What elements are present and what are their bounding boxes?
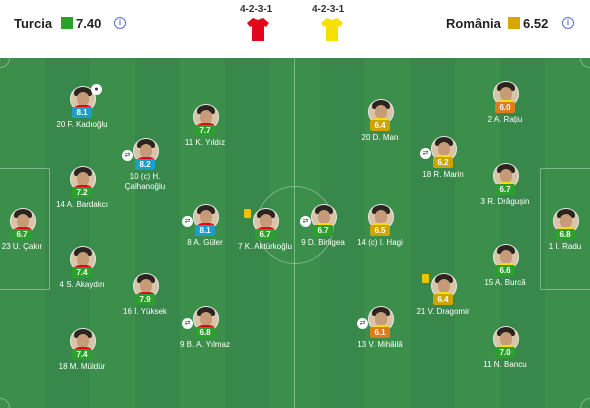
player-rating-badge: 8.1 — [72, 107, 92, 118]
pitch-stripe — [135, 58, 180, 408]
pitch-stripe — [410, 58, 455, 408]
corner-arc — [580, 398, 590, 408]
player-name: 10 (c) H. Çalhanoğlu — [124, 172, 166, 191]
substitution-icon: ⇄ — [300, 216, 311, 227]
home-team-rating: 7.40 — [76, 16, 102, 31]
home-player[interactable]: 7.9 16 İ. Yüksek — [110, 273, 180, 327]
away-player[interactable]: 6.4 21 V. Dragomir — [408, 273, 478, 327]
home-kit-icon — [247, 18, 269, 41]
player-rating-badge: 6.8 — [195, 327, 215, 338]
away-player[interactable]: 6.7 9 D. Birligea ⇄ — [288, 204, 358, 258]
home-player[interactable]: 8.2 10 (c) H. Çalhanoğlu ⇄ — [110, 138, 180, 192]
player-rating-badge: 6.7 — [495, 184, 515, 195]
away-player[interactable]: 6.8 1 I. Radu — [530, 208, 590, 262]
player-name: 8 A. Güler — [187, 238, 223, 247]
away-team-name[interactable]: România — [446, 16, 501, 31]
home-player[interactable]: 7.7 11 K. Yıldız — [170, 104, 240, 158]
substitution-icon: ⇄ — [122, 150, 133, 161]
player-name: 20 F. Kadıoğlu — [56, 120, 108, 129]
player-rating-badge: 6.6 — [495, 265, 515, 276]
player-rating-badge: 7.2 — [72, 187, 92, 198]
player-name: 4 S. Akaydın — [59, 280, 105, 289]
player-name: 9 B. A. Yılmaz — [179, 340, 231, 349]
away-player[interactable]: 6.2 18 R. Marin ⇄ — [408, 136, 478, 190]
match-header: Turcia 7.40 i 4-2-3-1 4-2-3-1 România 6.… — [0, 0, 590, 58]
player-rating-badge: 7.7 — [195, 125, 215, 136]
player-name: 11 N. Bancu — [483, 360, 527, 369]
substitution-icon: ⇄ — [357, 318, 368, 329]
away-rating-square — [508, 17, 520, 29]
player-rating-badge: 7.9 — [135, 294, 155, 305]
home-rating-square — [61, 17, 73, 29]
player-name: 18 M. Müldür — [58, 362, 106, 371]
player-rating-badge: 6.1 — [370, 327, 390, 338]
player-name: 18 R. Marin — [422, 170, 464, 179]
home-info-icon[interactable]: i — [114, 17, 126, 29]
player-rating-badge: 6.2 — [433, 157, 453, 168]
home-team-name[interactable]: Turcia — [14, 16, 53, 31]
corner-arc — [0, 58, 10, 68]
substitution-icon: ⇄ — [182, 318, 193, 329]
player-rating-badge: 6.4 — [433, 294, 453, 305]
player-rating-badge: 7.4 — [72, 267, 92, 278]
player-name: 15 A. Burcă — [484, 278, 526, 287]
home-player[interactable]: 8.1 20 F. Kadıoğlu ● — [47, 84, 117, 140]
player-name: 7 K. Aktürkoğlu — [238, 242, 292, 251]
substitution-icon: ⇄ — [182, 216, 193, 227]
corner-arc — [580, 58, 590, 68]
player-rating-badge: 7.0 — [495, 347, 515, 358]
home-player[interactable]: 7.4 18 M. Müldür — [47, 328, 117, 382]
home-player[interactable]: 8.1 8 A. Güler ⇄ — [170, 204, 240, 258]
away-player[interactable]: 6.6 15 A. Burcă — [470, 244, 540, 298]
player-rating-badge: 6.4 — [370, 120, 390, 131]
player-rating-badge: 6.7 — [313, 225, 333, 236]
home-player[interactable]: 6.7 7 K. Aktürkoğlu — [230, 208, 300, 262]
corner-arc — [0, 398, 10, 408]
home-player[interactable]: 6.8 9 B. A. Yılmaz ⇄ — [170, 306, 240, 360]
player-rating-badge: 6.8 — [555, 229, 575, 240]
home-player[interactable]: 7.2 14 A. Bardakcı — [47, 166, 117, 220]
away-formation: 4-2-3-1 — [312, 4, 345, 15]
player-name: 23 U. Çakır — [1, 242, 43, 251]
away-penalty-box — [540, 168, 590, 290]
pitch: 6.7 23 U. Çakır 8.1 20 F. Kadıoğlu ● 7.2 14 A.… — [0, 58, 590, 408]
player-name: 20 D. Man — [361, 133, 399, 142]
player-name: 14 (c) I. Hagi — [357, 238, 403, 247]
away-player[interactable]: 6.7 3 R. Drăgușin — [470, 163, 540, 217]
away-player[interactable]: 6.1 13 V. Mihăilă ⇄ — [345, 306, 415, 360]
player-name: 21 V. Dragomir — [416, 307, 470, 316]
away-player[interactable]: 6.5 14 (c) I. Hagi — [345, 204, 415, 258]
away-team-rating: 6.52 — [523, 16, 549, 31]
player-rating-badge: 8.2 — [135, 159, 155, 170]
yellow-card-icon — [422, 274, 429, 283]
away-player[interactable]: 6.0 2 A. Rațiu — [470, 81, 540, 135]
player-rating-badge: 6.7 — [255, 229, 275, 240]
substitution-icon: ⇄ — [420, 148, 431, 159]
away-player[interactable]: 7.0 11 N. Bancu — [470, 326, 540, 380]
player-name: 13 V. Mihăilă — [357, 340, 403, 349]
player-name: 14 A. Bardakcı — [55, 200, 109, 209]
home-penalty-box — [0, 168, 50, 290]
away-info-icon[interactable]: i — [562, 17, 574, 29]
player-name: 11 K. Yıldız — [184, 138, 226, 147]
home-player[interactable]: 6.7 23 U. Çakır — [0, 208, 57, 262]
player-name: 3 R. Drăgușin — [480, 197, 530, 206]
home-player[interactable]: 7.4 4 S. Akaydın — [47, 246, 117, 300]
player-rating-badge: 6.7 — [12, 229, 32, 240]
player-rating-badge: 8.1 — [195, 225, 215, 236]
yellow-card-icon — [244, 209, 251, 218]
player-rating-badge: 7.4 — [72, 349, 92, 360]
player-name: 9 D. Birligea — [301, 238, 345, 247]
player-name: 1 I. Radu — [548, 242, 582, 251]
home-formation: 4-2-3-1 — [240, 4, 273, 15]
player-rating-badge: 6.5 — [370, 225, 390, 236]
player-rating-badge: 6.0 — [495, 102, 515, 113]
player-name: 16 İ. Yüksek — [123, 307, 167, 316]
away-player[interactable]: 6.4 20 D. Man — [345, 99, 415, 153]
goal-ball-icon: ● — [91, 84, 102, 95]
player-name: 2 A. Rațiu — [487, 115, 523, 124]
away-kit-icon — [321, 18, 343, 41]
